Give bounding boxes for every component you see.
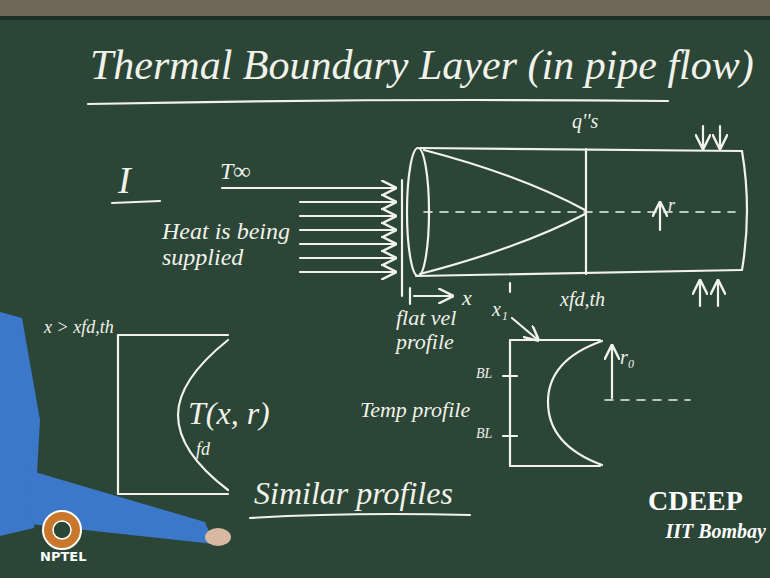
section-number: I xyxy=(118,160,131,202)
note: Similar profiles xyxy=(254,476,453,511)
axis-label: x₁ xyxy=(492,298,508,320)
condition: x > xfd,th xyxy=(44,318,114,338)
heat-flux: q''s xyxy=(572,110,598,132)
boundary-mark: BL xyxy=(476,366,492,381)
board-title: Thermal Boundary Layer (in pipe flow) xyxy=(90,42,754,88)
watermark: NPTEL xyxy=(40,550,86,564)
watermark: IIT Bombay xyxy=(665,520,766,542)
axis-label: xfd,th xyxy=(560,288,605,310)
note: Heat is being supplied xyxy=(162,218,292,271)
watermark: CDEEP xyxy=(648,486,743,517)
axis-label: x xyxy=(462,286,472,310)
note: Temp profile xyxy=(360,398,470,422)
inlet-temperature: T∞ xyxy=(220,158,250,184)
axis-label: r xyxy=(668,196,675,216)
subscript: fd xyxy=(196,440,210,460)
axis-label: r₀ xyxy=(620,346,635,368)
note: flat vel profile xyxy=(396,306,506,354)
boundary-mark: BL xyxy=(476,426,492,441)
temperature-symbol: T(x, r) xyxy=(188,396,270,431)
